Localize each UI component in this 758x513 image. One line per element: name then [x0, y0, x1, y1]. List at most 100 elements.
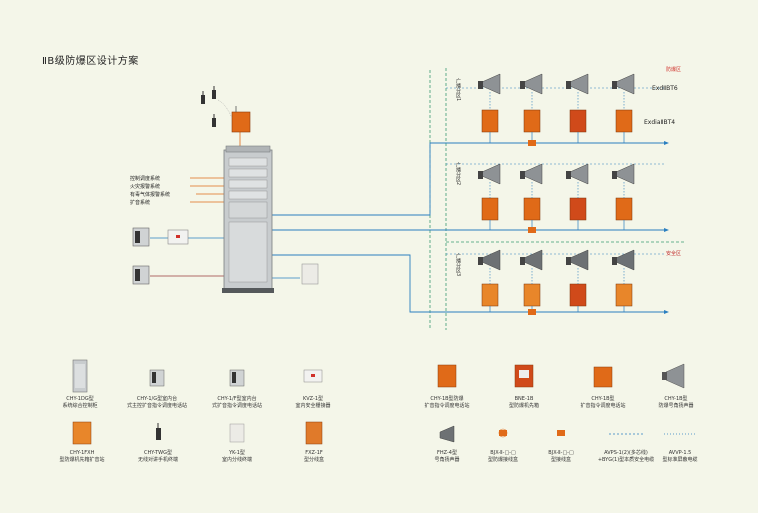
legend-bjx-icon [498, 428, 508, 438]
legend-caption-phone1: CHY-1/G型室内台式主控扩音指令调度电话站 [117, 396, 197, 410]
legend-caption-line2: 防爆号角扬声器 [658, 403, 694, 409]
legend-caption-line2: 式主控扩音指令调度电话站 [126, 403, 187, 409]
speaker-mount-r3-c2 [520, 257, 525, 265]
legend-caption-line1: FXZ-1F [305, 450, 323, 456]
legend-caption-line1: CHY-1B型防爆 [430, 396, 464, 402]
legend-caption-line1: KVZ-1型 [302, 396, 324, 402]
speaker-mount-r2-c1 [478, 171, 483, 179]
row-label-1: 广播分区1 [455, 78, 461, 102]
legend-exbox-icon [437, 364, 457, 388]
legend-caption-line1: CHY-TWG型 [144, 450, 172, 456]
exd-rating: ExdⅡBT6 [652, 85, 678, 92]
junction-box-r2 [528, 227, 536, 233]
exdia-rating: ExdiaⅡBT4 [644, 119, 676, 126]
legend-caption-line2: 无线对讲手机终端 [137, 457, 178, 463]
bus-line-3 [272, 254, 664, 313]
legend-caption-line2: 型接线盒 [550, 457, 571, 463]
legend-caption-line2: 型防爆机先箱 [508, 403, 539, 409]
legend-caption-line2: 型防爆接线盒 [487, 457, 518, 463]
legend-caption-line2: 型分线盒 [303, 457, 324, 463]
legend-phone1-icon [149, 369, 165, 387]
junction-box-r1 [528, 140, 536, 146]
legend-caption-cabinet: CHY-1DG型系统综合控制柜 [40, 396, 120, 410]
legend-caption-line2: +BYG(1)型本质安全电缆 [597, 457, 655, 463]
legend-caption-line2: 室内安全栅接器 [295, 403, 331, 409]
wireless-box [231, 106, 251, 133]
legend-caption-line2: 系统综合控制柜 [62, 403, 98, 409]
system-label-control: 控制调度系统 [130, 176, 161, 182]
legend-caption-line1: CHY-1B型 [664, 396, 688, 402]
row-label-2: 广播分区2 [455, 162, 461, 186]
speaker-mount-r1-c2 [520, 81, 525, 89]
bus-line-1 [272, 142, 664, 216]
legend-fxz-icon [305, 421, 323, 445]
row-label-3: 广播分区3 [455, 253, 461, 277]
legend-caption-line2: 扩音指令调度电话站 [424, 403, 470, 409]
terminal-box [301, 263, 319, 285]
legend-caption-yk: YK-1型室内分线终端 [197, 450, 277, 464]
legend-caption-line1: FHZ-4型 [437, 450, 457, 456]
legend-cabinet-icon [72, 359, 88, 393]
legend-caption-cable1: AVPS-1(2)(多芯线)+BYG(1)型本质安全电缆 [586, 450, 666, 464]
legend-caption-ex_amp2: CHY-1B型扩音指令调度电话站 [563, 396, 643, 410]
legend-exbox2-icon [514, 364, 534, 388]
control-cabinet [222, 145, 274, 293]
speaker-mount-r3-c4 [612, 257, 617, 265]
explosion-zone-label: 防爆区 [666, 67, 682, 73]
legend-caption-ex_amp: CHY-1B型防爆扩音指令调度电话站 [407, 396, 487, 410]
legend-caption-line2: 扩音指令调度电话站 [580, 403, 626, 409]
safe-zone-label: 安全区 [666, 251, 682, 257]
legend-caption-line1: CHY-1/G型室内台 [136, 396, 178, 402]
legend-caption-line1: CHY-1FXH [69, 450, 95, 456]
system-label-pa: 扩音系统 [130, 200, 151, 206]
legend-caption-line1: AVVP-1.5 [668, 450, 692, 456]
legend-caption-line2: 号角扬声器 [434, 457, 460, 463]
phone-station-2 [132, 265, 150, 285]
legend-caption-line2: 型防爆机先箱扩音站 [59, 457, 105, 463]
legend-caption-line1: YK-1型 [229, 450, 245, 456]
legend-caption-line2: 室内分线终端 [221, 457, 252, 463]
legend-kvz-icon [303, 369, 323, 383]
legend-caption-horn: CHY-1B型防爆号角扬声器 [636, 396, 716, 410]
system-label-gas: 有毒气体报警系统 [130, 192, 171, 198]
legend-caption-kvz: KVZ-1型室内安全栅接器 [273, 396, 353, 410]
speaker-mount-r2-c3 [566, 171, 571, 179]
legend-yk-icon [229, 423, 245, 443]
legend-walkie-icon [156, 423, 161, 440]
legend-caption-phone2: CHY-1/F型室内台式扩音指令调度电话站 [197, 396, 277, 410]
legend-caption-line1: CHY-1DG型 [66, 396, 94, 402]
legend-caption-bjx: BJX-Ⅱ-□-□型防爆接线盒 [463, 450, 543, 464]
legend-horn-icon [662, 363, 685, 389]
legend-caption-line1: BJX-Ⅱ-□-□ [490, 450, 516, 456]
legend-caption-line2: 型标准屏蔽电缆 [662, 457, 698, 463]
system-label-fire: 火灾报警系统 [130, 184, 161, 190]
page-title: ⅡB级防爆区设计方案 [42, 56, 139, 67]
speaker-mount-r3-c1 [478, 257, 483, 265]
safety-barrier-box [167, 229, 189, 245]
speaker-mount-r3-c3 [566, 257, 571, 265]
legend-caption-spk: FHZ-4型号角扬声器 [407, 450, 487, 464]
speaker-mount-r2-c4 [612, 171, 617, 179]
legend-caption-line1: CHY-1/F型室内台 [217, 396, 257, 402]
legend-caption-line2: 式扩音指令调度电话站 [211, 403, 262, 409]
legend-spk-icon [439, 425, 455, 443]
speaker-mount-r1-c1 [478, 81, 483, 89]
speaker-mount-r1-c4 [612, 81, 617, 89]
legend-bjx2-icon [557, 430, 565, 436]
speaker-mount-r1-c3 [566, 81, 571, 89]
walkie-talkie-icons [201, 86, 216, 127]
legend-caption-walkie: CHY-TWG型无线对讲手机终端 [118, 450, 198, 464]
junction-box-r3 [528, 309, 536, 315]
speaker-mount-r2-c2 [520, 171, 525, 179]
legend-fxh-icon [72, 421, 92, 445]
legend-caption-line1: AVPS-1(2)(多芯线) [604, 450, 648, 456]
phone-station-1 [132, 227, 150, 247]
legend-caption-line1: BJX-Ⅱ-□-□ [548, 450, 574, 456]
legend-phone2-icon [229, 369, 245, 387]
